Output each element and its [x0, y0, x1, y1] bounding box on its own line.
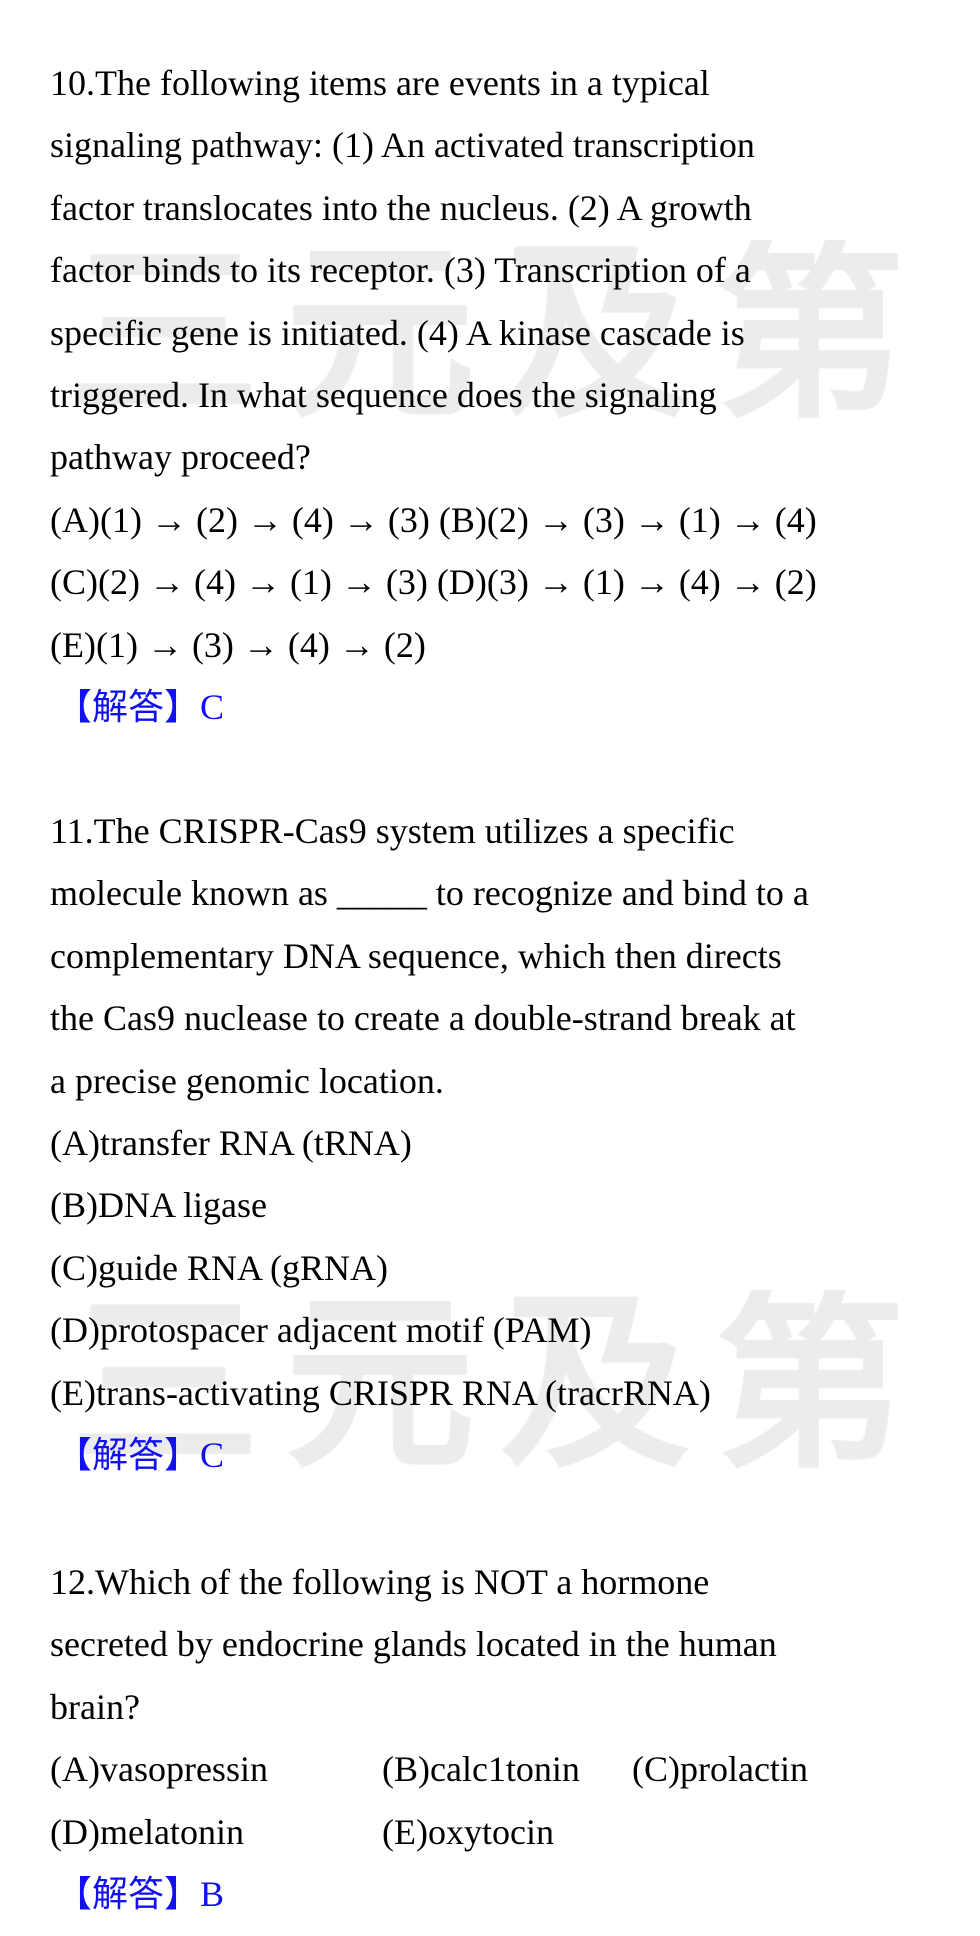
question-stem-line: brain?: [50, 1686, 140, 1727]
question-stem-line: 11.The CRISPR-Cas9 system utilizes a spe…: [50, 811, 735, 851]
question-stem-line: 10.The following items are events in a t…: [50, 63, 710, 103]
question-stem-line: 12.Which of the following is NOT a hormo…: [50, 1562, 710, 1602]
option-line: (B)DNA ligase: [50, 1185, 267, 1226]
question-stem-line: secreted by endocrine glands located in …: [50, 1624, 777, 1665]
option-line: (D)protospacer adjacent motif (PAM): [50, 1310, 592, 1351]
question-11: 11.The CRISPR-Cas9 system utilizes a spe…: [50, 800, 940, 1486]
question-stem-line: specific gene is initiated. (4) A kinase…: [50, 312, 745, 353]
option-line: (A)(1) → (2) → (4) → (3) (B)(2) → (3) → …: [50, 499, 817, 540]
option-row: (A)vasopressin (B)calc1tonin (C)prolactin: [50, 1738, 940, 1800]
question-stem-line: complementary DNA sequence, which then d…: [50, 935, 782, 976]
option-line: (E)(1) → (3) → (4) → (2): [50, 624, 426, 665]
answer-label: 【解答】C: [56, 686, 225, 727]
question-stem-line: factor binds to its receptor. (3) Transc…: [50, 250, 751, 291]
question-stem-line: factor translocates into the nucleus. (2…: [50, 187, 752, 228]
question-stem-line: a precise genomic location.: [50, 1060, 444, 1101]
option-a: (A)vasopressin: [50, 1749, 268, 1790]
question-stem-line: pathway proceed?: [50, 437, 311, 478]
option-line: (C)guide RNA (gRNA): [50, 1247, 388, 1288]
option-line: (C)(2) → (4) → (1) → (3) (D)(3) → (1) → …: [50, 562, 817, 603]
option-c: (C)prolactin: [632, 1749, 808, 1790]
question-12: 12.Which of the following is NOT a hormo…: [50, 1551, 940, 1925]
question-stem-line: molecule known as _____ to recognize and…: [50, 873, 809, 914]
option-d: (D)melatonin: [50, 1811, 244, 1852]
question-stem-line: the Cas9 nuclease to create a double-str…: [50, 998, 796, 1039]
question-stem-line: signaling pathway: (1) An activated tran…: [50, 125, 755, 166]
answer-label: 【解答】B: [56, 1873, 225, 1914]
option-e: (E)oxytocin: [382, 1811, 554, 1852]
option-row: (D)melatonin (E)oxytocin: [50, 1801, 940, 1863]
option-b: (B)calc1tonin: [382, 1749, 580, 1790]
question-stem-line: triggered. In what sequence does the sig…: [50, 374, 717, 415]
option-line: (E)trans-activating CRISPR RNA (tracrRNA…: [50, 1372, 711, 1413]
answer-label: 【解答】C: [56, 1434, 225, 1475]
question-10: 10.The following items are events in a t…: [50, 52, 940, 738]
option-line: (A)transfer RNA (tRNA): [50, 1122, 412, 1163]
